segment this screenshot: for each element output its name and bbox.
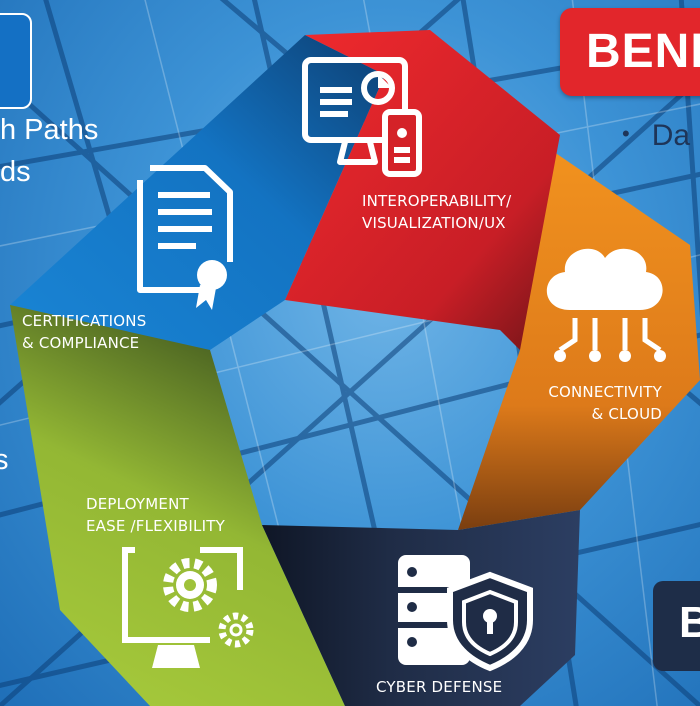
connectivity-label: CONNECTIVITY & CLOUD xyxy=(514,381,662,425)
interoperability-label-line2: VISUALIZATION/UX xyxy=(362,214,506,232)
server-shield-icon xyxy=(398,555,533,672)
benefits-banner: BENE xyxy=(560,8,700,96)
benefits-banner-text: BENE xyxy=(586,25,700,78)
deployment-label-line2: EASE /FLEXIBILITY xyxy=(86,517,225,535)
connectivity-label-line1: CONNECTIVITY xyxy=(548,383,662,401)
bullet-dot: • xyxy=(622,121,630,146)
dark-callout-box: B xyxy=(653,581,700,671)
certifications-label-line1: CERTIFICATIONS xyxy=(22,312,147,330)
deployment-label-line1: DEPLOYMENT xyxy=(86,495,189,513)
cyber-defense-label: CYBER DEFENSE xyxy=(376,676,502,698)
connectivity-label-line2: & CLOUD xyxy=(591,405,662,423)
right-bullet-item: • Da xyxy=(622,118,690,156)
left-text-line1: h Paths xyxy=(0,114,99,146)
cloud-network-icon xyxy=(546,248,666,362)
deployment-label: DEPLOYMENT EASE /FLEXIBILITY xyxy=(86,493,225,537)
segment-certifications xyxy=(10,35,385,380)
dark-callout-text: B xyxy=(679,598,700,647)
segment-deployment xyxy=(10,305,345,706)
left-outlined-box xyxy=(0,13,32,109)
certifications-label: CERTIFICATIONS & COMPLIANCE xyxy=(22,310,146,354)
monitor-and-phone-icon xyxy=(302,57,422,177)
monitor-gears-icon xyxy=(122,547,254,668)
interoperability-label-line1: INTEROPERABILITY/ xyxy=(362,192,512,210)
segment-interoperability xyxy=(285,30,560,350)
bullet-text: Da xyxy=(651,119,691,152)
interoperability-label: INTEROPERABILITY/ VISUALIZATION/UX xyxy=(362,190,511,234)
certificate-document-icon xyxy=(137,165,233,310)
certifications-label-line2: & COMPLIANCE xyxy=(22,334,140,352)
cyber-defense-label-line1: CYBER DEFENSE xyxy=(376,678,503,696)
left-text-line3: s xyxy=(0,444,9,476)
left-text-line2: ds xyxy=(0,156,31,188)
